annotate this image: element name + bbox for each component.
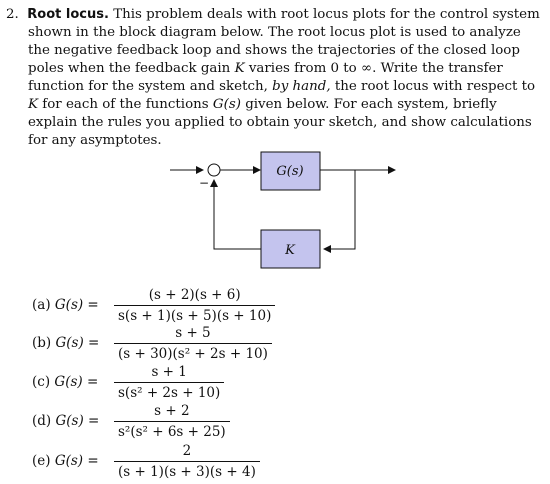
equation-b-g: G(s) = bbox=[55, 335, 100, 351]
equation-a-label: (a) bbox=[32, 297, 51, 313]
equation-a: (a) G(s) = (s + 2)(s + 6) s(s + 1)(s + 5… bbox=[32, 286, 276, 324]
equation-a-numerator: (s + 2)(s + 6) bbox=[148, 286, 241, 303]
feedback-path-right bbox=[323, 170, 356, 253]
intro-text-2: varies from 0 to ∞. Write the transfer f… bbox=[28, 61, 503, 94]
equation-e-numerator: 2 bbox=[182, 442, 192, 459]
equation-d-denominator: s²(s² + 6s + 25) bbox=[114, 420, 230, 440]
equation-c-denominator: s(s² + 2s + 10) bbox=[114, 381, 225, 401]
forward-block-label: G(s) bbox=[276, 164, 303, 179]
equation-c-lhs: (c) G(s) = bbox=[32, 374, 108, 390]
feedback-block-k bbox=[260, 229, 321, 269]
equation-c-g: G(s) = bbox=[54, 374, 99, 390]
feedback-block-label: K bbox=[284, 243, 296, 258]
problem-title: Root locus. bbox=[27, 7, 109, 22]
intro-text-4: for each of the functions bbox=[42, 97, 209, 112]
equation-e-denominator: (s + 1)(s + 3)(s + 4) bbox=[114, 460, 260, 480]
equation-b-numerator: s + 5 bbox=[175, 324, 211, 341]
summing-junction bbox=[207, 163, 221, 177]
equation-e: (e) G(s) = 2 (s + 1)(s + 3)(s + 4) bbox=[32, 443, 260, 480]
equation-e-label: (e) bbox=[32, 453, 51, 469]
problem-statement: 2. Root locus. This problem deals with r… bbox=[6, 6, 542, 150]
equation-b-lhs: (b) G(s) = bbox=[32, 335, 108, 351]
junction-minus-sign: − bbox=[199, 176, 209, 190]
problem-number: 2. bbox=[6, 7, 19, 22]
gs-symbol: G(s) bbox=[212, 97, 241, 112]
gain-symbol: K bbox=[234, 61, 245, 76]
equation-b: (b) G(s) = s + 5 (s + 30)(s² + 2s + 10) bbox=[32, 325, 272, 362]
equation-d: (d) G(s) = s + 2 s²(s² + 6s + 25) bbox=[32, 403, 230, 440]
equation-e-g: G(s) = bbox=[54, 453, 99, 469]
equation-c-label: (c) bbox=[32, 374, 51, 390]
equation-a-g: G(s) = bbox=[54, 297, 99, 313]
intro-text-1: This problem deals with root locus plots… bbox=[28, 7, 540, 76]
equation-b-fraction: s + 5 (s + 30)(s² + 2s + 10) bbox=[114, 325, 272, 362]
equation-b-denominator: (s + 30)(s² + 2s + 10) bbox=[114, 342, 272, 362]
emphasis-by-hand: by hand, bbox=[272, 79, 331, 94]
gain-symbol-2: K bbox=[28, 97, 39, 112]
equation-e-fraction: 2 (s + 1)(s + 3)(s + 4) bbox=[114, 443, 260, 480]
equation-c: (c) G(s) = s + 1 s(s² + 2s + 10) bbox=[32, 363, 225, 401]
equation-a-fraction: (s + 2)(s + 6) s(s + 1)(s + 5)(s + 10) bbox=[114, 286, 276, 324]
equation-d-numerator: s + 2 bbox=[154, 402, 190, 419]
equation-d-label: (d) bbox=[32, 413, 52, 429]
equation-c-numerator: s + 1 bbox=[151, 363, 187, 380]
equation-b-label: (b) bbox=[32, 335, 52, 351]
intro-text-5: given below. For each system, briefly ex… bbox=[28, 97, 532, 148]
intro-text-3: the root locus with respect to bbox=[334, 79, 536, 94]
equation-e-lhs: (e) G(s) = bbox=[32, 453, 108, 469]
feedback-path-left bbox=[210, 179, 261, 250]
equation-a-lhs: (a) G(s) = bbox=[32, 297, 108, 313]
equation-d-lhs: (d) G(s) = bbox=[32, 413, 108, 429]
equation-d-fraction: s + 2 s²(s² + 6s + 25) bbox=[114, 403, 230, 440]
equation-d-g: G(s) = bbox=[55, 413, 100, 429]
equation-c-fraction: s + 1 s(s² + 2s + 10) bbox=[114, 363, 225, 401]
forward-block-gs bbox=[260, 151, 321, 191]
problem-paragraph: 2. Root locus. This problem deals with r… bbox=[6, 6, 542, 150]
equation-a-denominator: s(s + 1)(s + 5)(s + 10) bbox=[114, 304, 276, 324]
